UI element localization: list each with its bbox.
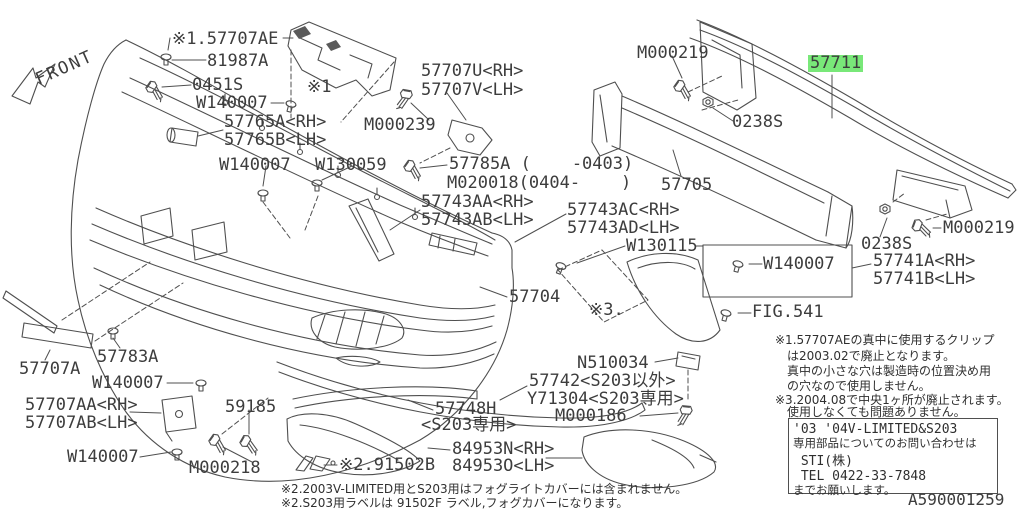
bracket-57707U-drawing bbox=[166, 119, 493, 164]
figure-id: A590001259 bbox=[908, 490, 1005, 509]
part-label-M000218: M000218 bbox=[189, 458, 261, 478]
part-label-57707V: 57707V<LH> bbox=[421, 80, 524, 100]
part-label-W130115: W130115 bbox=[626, 236, 698, 256]
part-label-M000239: M000239 bbox=[364, 115, 436, 135]
part-label-M000219-top: M000219 bbox=[637, 43, 709, 63]
note1-line3: 真中の小さな穴は製造時の位置決め用 bbox=[787, 364, 992, 378]
part-label-57711-highlighted: 57711 bbox=[808, 53, 864, 73]
part-label-star3: ※3. bbox=[589, 300, 624, 320]
part-label-57785A: 57785A ( -0403) bbox=[449, 154, 634, 174]
part-label-57707A: 57707A bbox=[19, 359, 81, 379]
part-label-57743AC: 57743AC<RH> bbox=[567, 200, 680, 220]
part-label-57741A: 57741A<RH> bbox=[873, 251, 976, 271]
part-label-Y71304: Y71304<S203専用> bbox=[527, 389, 684, 409]
left-parts-drawing bbox=[2, 261, 269, 442]
contact-line-3: STI(株) bbox=[793, 454, 853, 470]
fog-covers-drawing bbox=[286, 413, 717, 489]
part-label-0238S-right: 0238S bbox=[861, 234, 913, 254]
part-label-81987A: 81987A bbox=[207, 51, 269, 71]
part-label-57707U: 57707U<RH> bbox=[421, 61, 524, 81]
clip-N510034-drawing bbox=[675, 351, 701, 401]
part-label-57707AB: 57707AB<LH> bbox=[25, 413, 138, 433]
part-label-M000219-right: M000219 bbox=[943, 218, 1015, 238]
part-label-N510034: N510034 bbox=[577, 353, 649, 373]
part-label-W140007-c: W140007 bbox=[92, 373, 164, 393]
lower-strips-drawing bbox=[276, 361, 646, 428]
part-label-57707AE: ※1.57707AE bbox=[172, 29, 279, 49]
note1-line1: ※1.57707AEの真中に使用するクリップ bbox=[775, 333, 995, 347]
note1-line2: は2003.02で廃止となります。 bbox=[787, 349, 956, 363]
part-label-57704: 57704 bbox=[509, 287, 561, 307]
rail-57711-drawing bbox=[687, 19, 1017, 221]
note2-line1: ※2.2003V-LIMITED用とS203用はフォグライトカバーには含まれませ… bbox=[281, 482, 688, 496]
part-label-W140007-a: W140007 bbox=[196, 93, 268, 113]
part-label-57705: 57705 bbox=[661, 175, 713, 195]
part-label-57743AA: 57743AA<RH> bbox=[421, 192, 534, 212]
part-label-57743AD: 57743AD<LH> bbox=[567, 218, 680, 238]
part-label-FIG541: FIG.541 bbox=[752, 302, 824, 322]
part-label-57707AA: 57707AA<RH> bbox=[25, 395, 138, 415]
part-label-W130059: W130059 bbox=[315, 155, 387, 175]
note3-line2: 使用しなくても問題ありません。 bbox=[787, 405, 966, 419]
part-label-57783A: 57783A bbox=[97, 347, 159, 367]
part-label-57748H: 57748H bbox=[435, 399, 497, 419]
star3-dashed-region bbox=[262, 195, 649, 323]
sti-contact-box: '03 '04V-LIMITED&S203 専用部品についてのお問い合わせは S… bbox=[788, 418, 998, 498]
top-plate-drawing bbox=[287, 21, 397, 123]
part-label-0451S: 0451S bbox=[192, 75, 244, 95]
part-label-57765A: 57765A<RH> bbox=[224, 112, 327, 132]
part-label-0238S-top: 0238S bbox=[732, 112, 784, 132]
part-label-57765B: 57765B<LH> bbox=[224, 130, 327, 150]
leader-lines bbox=[44, 37, 942, 466]
part-label-57743AB: 57743AB<LH> bbox=[421, 210, 534, 230]
part-label-M000186: M000186 bbox=[555, 406, 627, 426]
part-label-W140007-d: W140007 bbox=[67, 447, 139, 467]
contact-line-5: までお願いします。 bbox=[793, 483, 896, 498]
part-label-57748H-sub: <S203専用> bbox=[421, 415, 517, 435]
part-label-59185: 59185 bbox=[225, 397, 277, 417]
bumper-cover-drawing bbox=[70, 39, 514, 482]
part-label-91502B: ※2.91502B bbox=[339, 455, 436, 475]
part-label-M020018: M020018(0404- ) bbox=[447, 173, 632, 193]
contact-line-1: '03 '04V-LIMITED&S203 bbox=[793, 422, 958, 437]
part-label-84953O: 84953O<LH> bbox=[452, 456, 555, 476]
contact-line-2: 専用部品についてのお問い合わせは bbox=[793, 436, 977, 450]
part-label-84953N: 84953N<RH> bbox=[452, 439, 555, 459]
part-label-57741B: 57741B<LH> bbox=[873, 269, 976, 289]
note3-line1: ※3.2004.08で中央1ヶ所が廃止されます。 bbox=[775, 393, 1009, 407]
note2-line2: ※2.S203用ラベルは 91502F ラベル,フォグカバーになります。 bbox=[281, 496, 629, 510]
garnish-57741-drawing bbox=[626, 244, 853, 342]
contact-line-4: TEL 0422-33-7848 bbox=[793, 469, 927, 485]
part-label-W140007-b: W140007 bbox=[219, 155, 291, 175]
note1-line4: の穴なので使用しません。 bbox=[787, 379, 931, 393]
front-arrow-icon bbox=[11, 63, 56, 105]
strips-57743-drawing bbox=[348, 198, 478, 262]
part-label-W140007-r: W140007 bbox=[763, 254, 835, 274]
part-label-star1: ※1 bbox=[307, 77, 332, 97]
part-label-57742: 57742<S203以外> bbox=[529, 371, 676, 391]
beam-57705-drawing bbox=[591, 81, 854, 249]
